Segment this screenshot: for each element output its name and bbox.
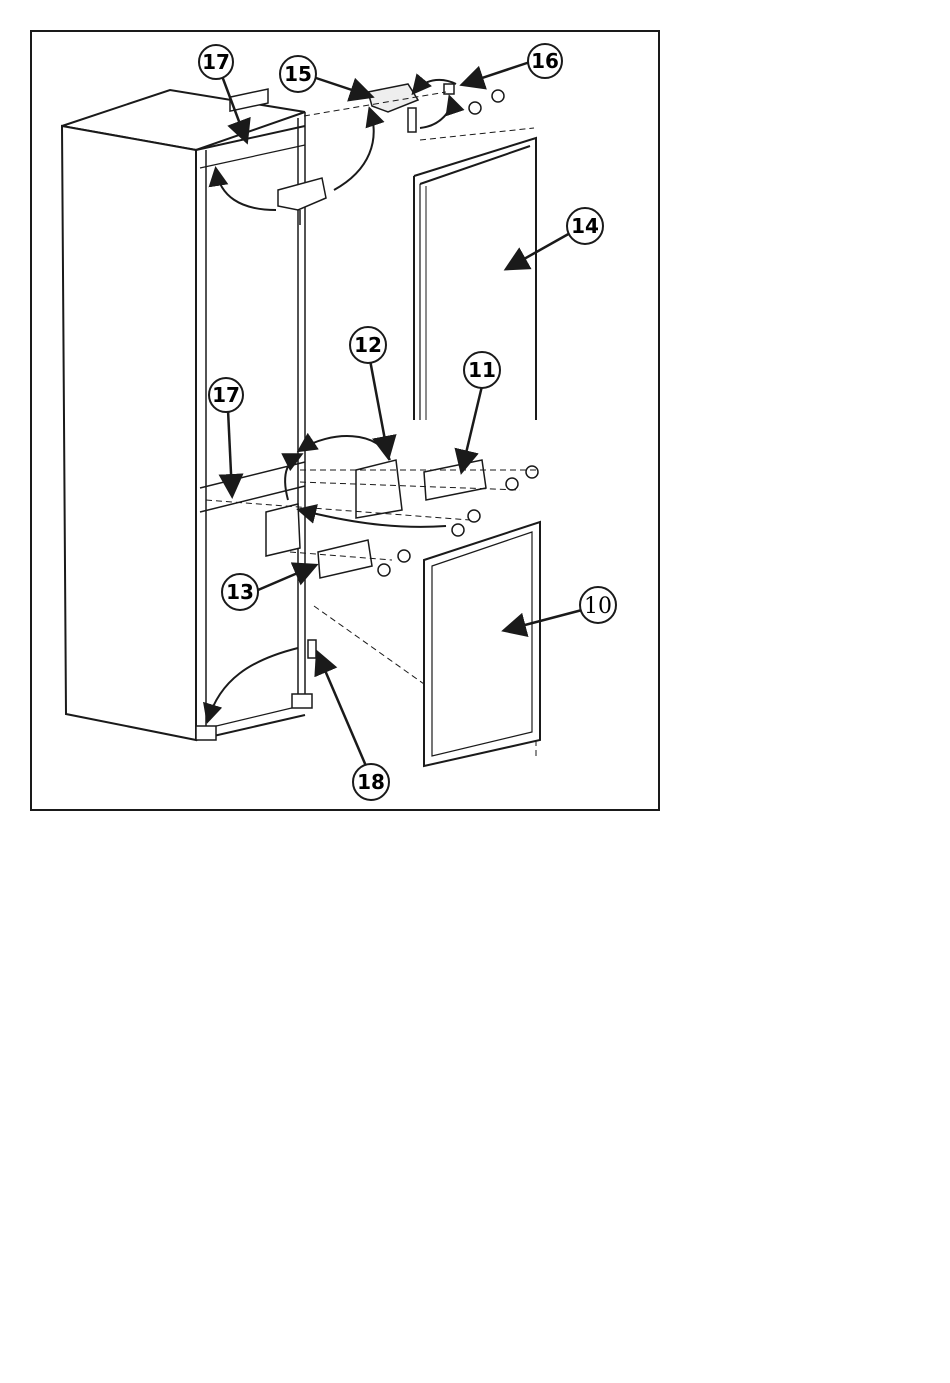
bottom-hinge-pin bbox=[308, 640, 316, 658]
movement-arrows bbox=[208, 80, 456, 720]
screw-4 bbox=[506, 478, 518, 490]
hinge-plate-11 bbox=[424, 460, 486, 500]
screw-6 bbox=[452, 524, 464, 536]
appliance-cabinet bbox=[62, 90, 305, 740]
svg-text:18: 18 bbox=[357, 770, 385, 794]
bottom-hinge-installed bbox=[196, 726, 216, 740]
hinge-plate-13 bbox=[318, 540, 372, 578]
callout-14: 14 bbox=[567, 208, 603, 244]
callout-16: 16 bbox=[528, 44, 562, 78]
callout-15: 15 bbox=[280, 56, 316, 92]
callout-10: 10 bbox=[580, 587, 616, 623]
svg-text:16: 16 bbox=[531, 49, 559, 73]
middle-hinge-bracket-installed bbox=[266, 504, 300, 556]
svg-text:17: 17 bbox=[212, 383, 240, 407]
screw-2 bbox=[469, 102, 481, 114]
screw-3 bbox=[526, 466, 538, 478]
middle-hinge-bracket-12 bbox=[356, 460, 402, 518]
svg-text:14: 14 bbox=[571, 214, 599, 238]
svg-text:11: 11 bbox=[468, 358, 496, 382]
callout-17-top: 17 bbox=[199, 45, 233, 79]
cabinet-side bbox=[62, 126, 196, 740]
screw-7 bbox=[398, 550, 410, 562]
lower-door bbox=[424, 522, 540, 766]
top-hinge-cover-removed bbox=[278, 178, 326, 210]
callout-12: 12 bbox=[350, 327, 386, 363]
callout-13: 13 bbox=[222, 574, 258, 610]
callout-11: 11 bbox=[464, 352, 500, 388]
screw-1 bbox=[492, 90, 504, 102]
svg-text:10: 10 bbox=[584, 594, 612, 619]
svg-text:12: 12 bbox=[354, 333, 382, 357]
screw-8 bbox=[378, 564, 390, 576]
callout-17-mid: 17 bbox=[209, 378, 243, 412]
hinge-pin bbox=[408, 108, 416, 132]
svg-text:13: 13 bbox=[226, 580, 254, 604]
bottom-hinge-removed bbox=[292, 694, 312, 708]
svg-text:15: 15 bbox=[284, 62, 312, 86]
svg-text:17: 17 bbox=[202, 50, 230, 74]
callout-18: 18 bbox=[353, 764, 389, 800]
